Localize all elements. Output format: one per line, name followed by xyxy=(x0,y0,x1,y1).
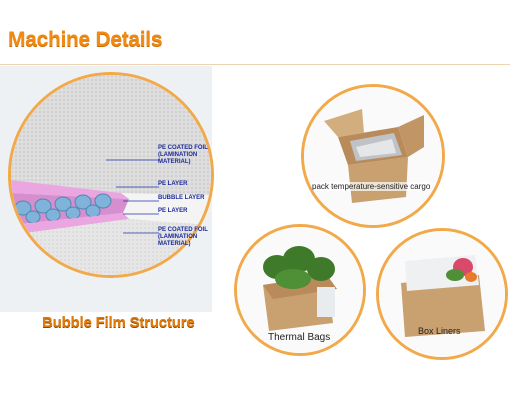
label-pe-coated-foil-top: PE COATED FOIL (LAMINATION MATERIAL) xyxy=(158,145,208,165)
box-liners-photo xyxy=(376,228,508,360)
structure-title: Bubble Film Structure xyxy=(42,314,195,331)
lined-box-illustration xyxy=(379,231,505,357)
bubble-row xyxy=(14,193,112,224)
thermal-bags-caption: Thermal Bags xyxy=(268,332,331,343)
film-layers-illustration xyxy=(11,75,211,275)
box-with-greens-illustration xyxy=(237,227,363,353)
open-box-illustration xyxy=(304,87,442,225)
title-divider xyxy=(0,64,510,65)
cargo-caption: pack temperature-sensitive cargo xyxy=(312,182,431,191)
thermal-bags-photo xyxy=(234,224,366,356)
label-pe-layer-bottom: PE LAYER xyxy=(158,208,188,214)
bubble-film-diagram xyxy=(8,72,214,278)
box-liners-caption: Box Liners xyxy=(418,326,461,336)
label-pe-layer-top: PE LAYER xyxy=(158,181,188,187)
label-pe-coated-foil-bottom: PE COATED FOIL (LAMINATION MATERIAL) xyxy=(158,227,208,247)
section-title: Machine Details xyxy=(8,28,163,51)
label-bubble-layer: BUBBLE LAYER xyxy=(158,195,205,201)
cargo-photo xyxy=(301,84,445,228)
